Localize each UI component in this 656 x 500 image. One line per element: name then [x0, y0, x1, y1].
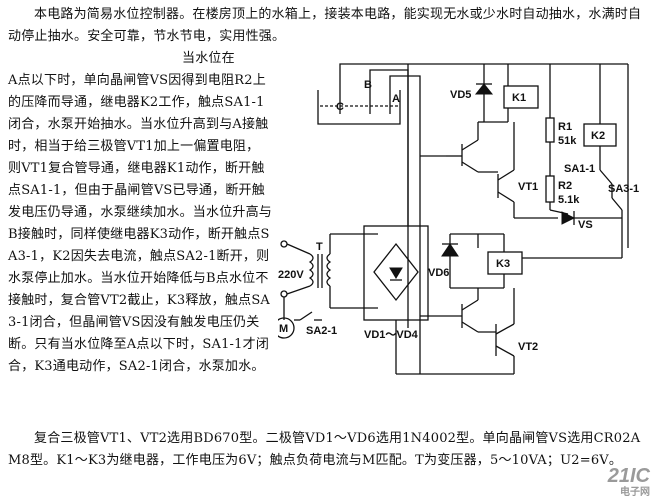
label-sa2-1: SA2-1: [306, 325, 337, 337]
thyristor-vs: VS: [514, 209, 622, 231]
label-vs: VS: [578, 219, 593, 231]
watermark-logo: 21IC: [607, 465, 650, 487]
label-sa3-1: SA3-1: [608, 183, 639, 195]
label-vd6: VD6: [428, 267, 449, 279]
label-t: T: [316, 241, 323, 253]
label-vt2: VT2: [518, 341, 538, 353]
label-c: C: [336, 101, 344, 113]
label-b: B: [364, 79, 372, 91]
site-watermark: 21IC 电子网: [608, 465, 650, 498]
label-k2: K2: [591, 130, 605, 142]
label-m: M: [279, 323, 288, 335]
label-k3: K3: [496, 258, 510, 270]
transformer-t: T: [308, 234, 332, 308]
circuit-schematic: C B A VD5 K1 R1 51k R2 5.1k: [278, 63, 639, 375]
mains-input: 220V: [278, 240, 311, 320]
resistor-r1: R1 51k: [545, 64, 577, 176]
transistor-vt1: VT1: [420, 121, 538, 218]
label-r2: R2: [558, 180, 572, 192]
label-vd5: VD5: [450, 89, 471, 101]
motor-m: M: [278, 317, 300, 339]
label-r2-value: 5.1k: [558, 194, 580, 206]
water-tank: C B A: [317, 72, 401, 125]
resistor-r2: R2 5.1k: [545, 175, 580, 210]
label-220v: 220V: [278, 269, 304, 281]
label-sa1-1: SA1-1: [564, 163, 595, 175]
footer-paragraph: 复合三极管VT1、VT2选用BD670型。二极管VD1～VD6选用1N4002型…: [8, 431, 641, 468]
relay-k2: K2: [583, 64, 617, 162]
diode-vd6: VD6: [428, 234, 459, 279]
label-vd1-vd4: VD1～VD4: [364, 329, 419, 341]
diode-vd5: VD5: [450, 64, 494, 101]
bridge-rectifier-vd1-vd4: VD1～VD4: [330, 64, 429, 374]
transistor-vt2: VT2: [420, 288, 538, 374]
body-paragraph: A点以下时，单向晶闸管VS因得到电阻R2上的压降而导通，继电器K2工作，触点SA…: [8, 73, 273, 374]
watermark-subtitle: 电子网: [620, 487, 650, 498]
label-r1: R1: [558, 121, 572, 133]
switch-sa2-1: SA2-1: [299, 311, 337, 337]
switch-sa1-1: SA1-1: [564, 162, 613, 192]
relay-k1: K1: [483, 64, 539, 123]
label-a: A: [392, 93, 400, 105]
body-paragraph-first-line: 当水位在: [182, 51, 235, 66]
switch-sa3-1: SA3-1: [608, 183, 639, 248]
label-k1: K1: [512, 92, 526, 104]
intro-paragraph: 本电路为简易水位控制器。在楼房顶上的水箱上，接装本电路，能实现无水或少水时自动抽…: [8, 7, 642, 44]
relay-k3: K3: [449, 233, 523, 289]
label-r1-value: 51k: [558, 135, 577, 147]
label-vt1: VT1: [518, 181, 538, 193]
